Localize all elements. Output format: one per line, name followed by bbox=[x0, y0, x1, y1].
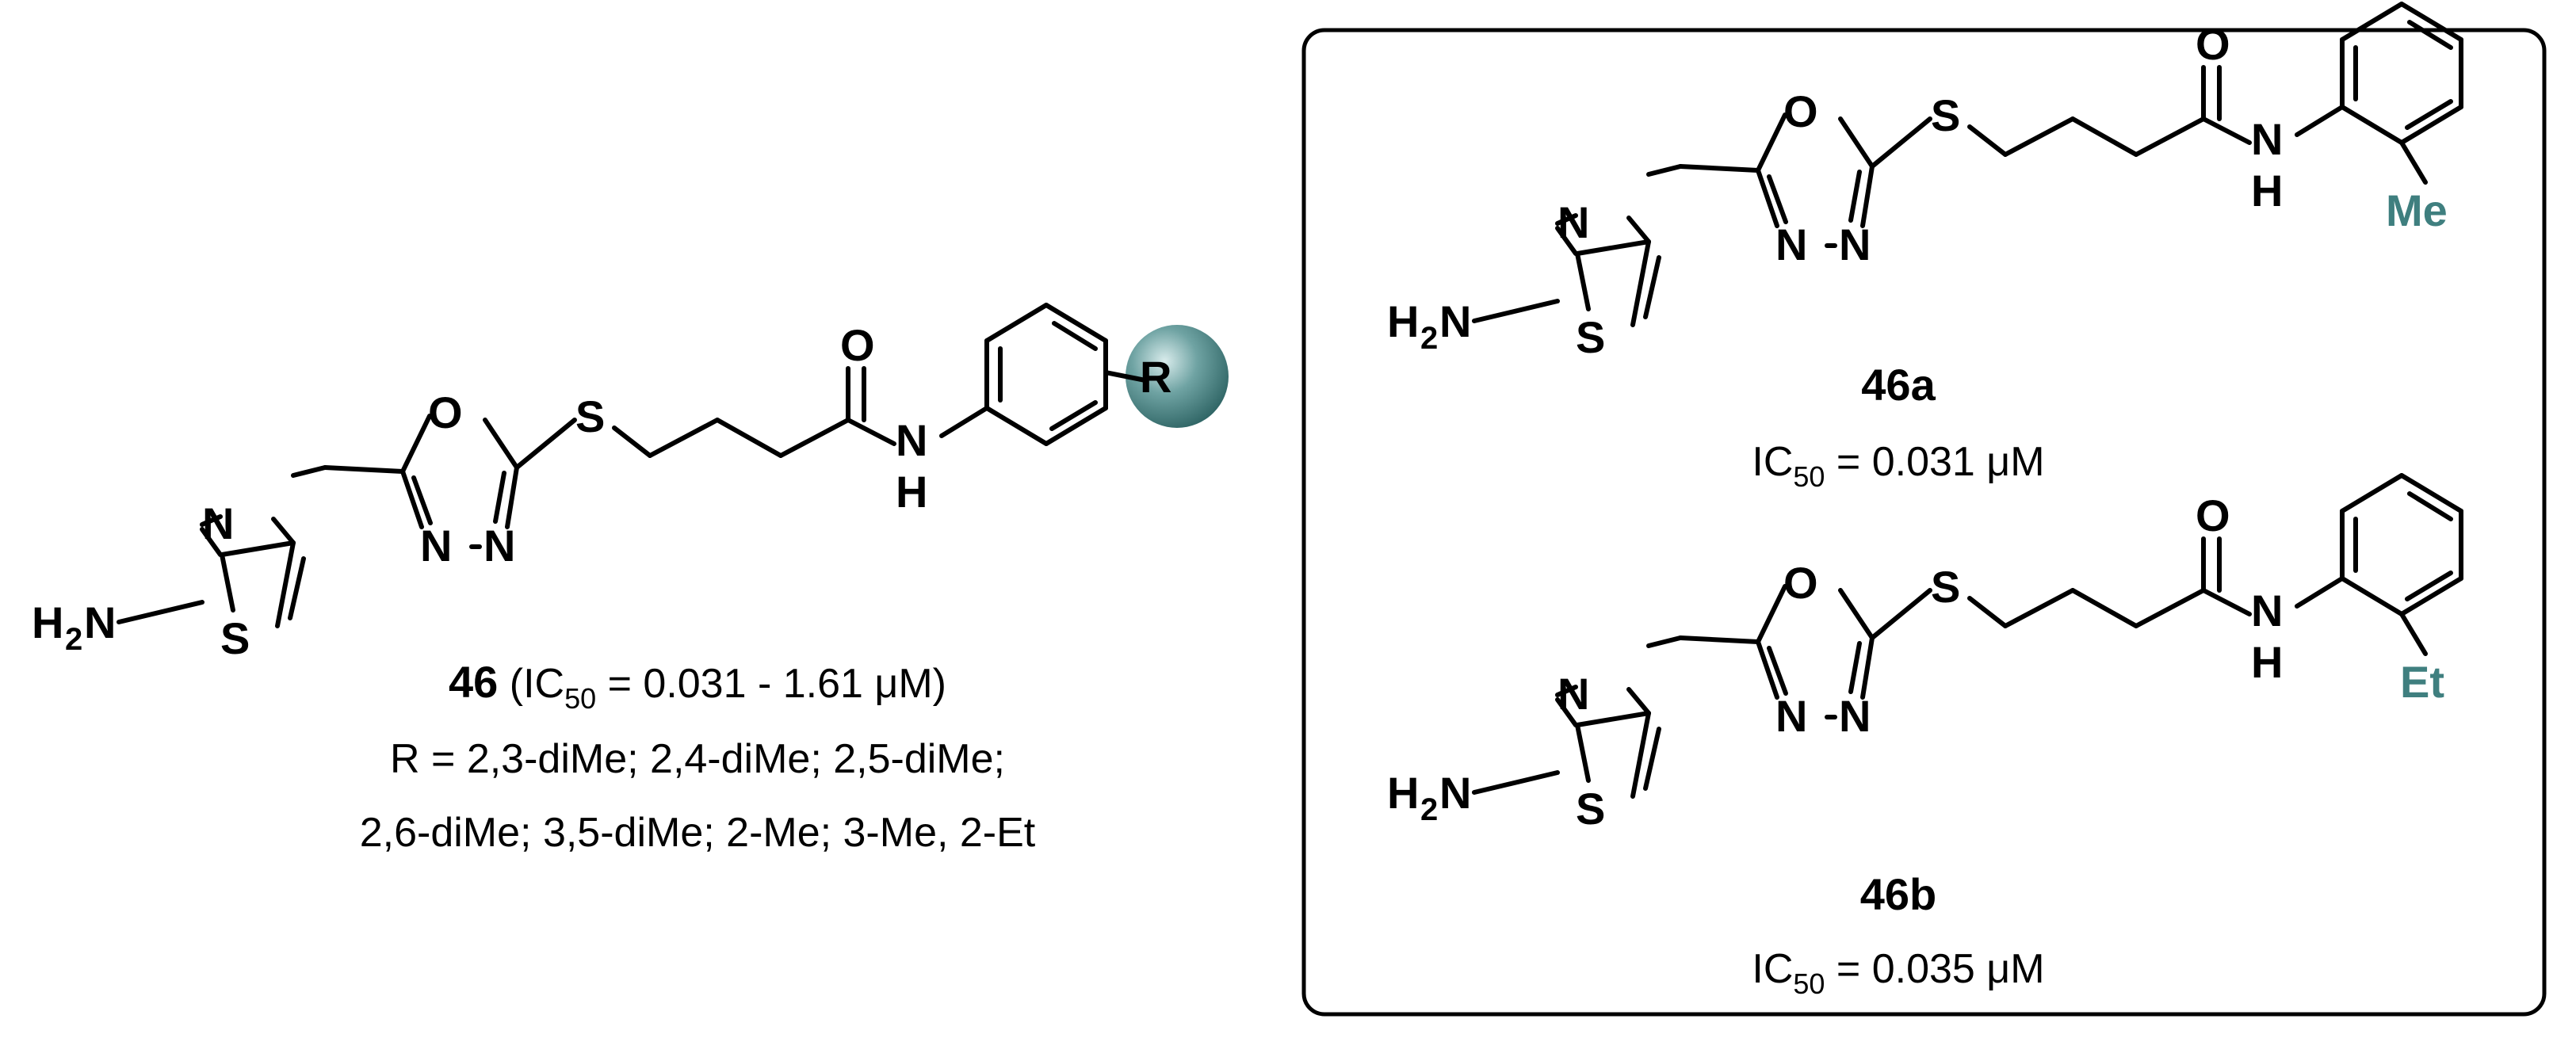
compound-46-caption: 46 (IC50 = 0.031 - 1.61 μM) R = 2,3-diMe… bbox=[360, 657, 1036, 856]
svg-text:46 (IC50 = 0.031 - 1.61 μM): 46 (IC50 = 0.031 - 1.61 μM) bbox=[449, 657, 946, 715]
ethyl-substituent-label: Et bbox=[2400, 657, 2444, 707]
compound-46b-id: 46b bbox=[1860, 869, 1937, 919]
svg-text:N: N bbox=[2251, 586, 2283, 635]
thiazole-n-label: N bbox=[202, 498, 234, 548]
svg-text:H: H bbox=[2251, 637, 2283, 687]
amide-n-label: N bbox=[896, 415, 927, 465]
svg-text:N: N bbox=[1775, 691, 1807, 741]
svg-text:H: H bbox=[1387, 768, 1419, 818]
compound-46a-caption: 46a IC50 = 0.031 μM bbox=[1752, 360, 2044, 493]
svg-text:2: 2 bbox=[1420, 321, 1438, 356]
compound-46b-caption: 46b IC50 = 0.035 μM bbox=[1752, 869, 2044, 1000]
svg-text:H: H bbox=[32, 597, 63, 647]
svg-text:S: S bbox=[1576, 312, 1605, 362]
svg-text:S: S bbox=[1931, 90, 1960, 140]
compound-46-ic-sub: 50 bbox=[564, 682, 596, 715]
oxadiazole-n2-label: N bbox=[483, 521, 515, 571]
svg-text:N: N bbox=[1775, 219, 1807, 269]
compound-46a-structure: N S H 2 N O N N S O N H Me bbox=[1387, 4, 2461, 362]
svg-text:H: H bbox=[2251, 166, 2283, 216]
svg-text:2: 2 bbox=[1420, 792, 1438, 827]
compound-46-structure: N S H 2 N O N N S O N H R bbox=[32, 305, 1229, 663]
svg-text:O: O bbox=[2196, 490, 2230, 540]
svg-text:H: H bbox=[1387, 296, 1419, 346]
svg-text:O: O bbox=[1783, 86, 1818, 136]
carbonyl-o-label: O bbox=[840, 320, 875, 370]
svg-text:IC50 = 0.035 μM: IC50 = 0.035 μM bbox=[1752, 946, 2044, 1000]
thiazole-s-label: S bbox=[220, 613, 250, 663]
r-group-label: R bbox=[1140, 352, 1171, 402]
svg-text:N: N bbox=[1557, 669, 1589, 719]
svg-text:IC50 = 0.031 μM: IC50 = 0.031 μM bbox=[1752, 439, 2044, 493]
compound-46-id: 46 bbox=[449, 657, 498, 707]
compound-46b-structure: N S H 2 N O N N S O N H Et bbox=[1387, 475, 2461, 834]
svg-text:N: N bbox=[1439, 296, 1471, 346]
compound-46-ic-prefix: (IC bbox=[498, 661, 564, 707]
svg-text:N: N bbox=[1839, 691, 1871, 741]
r-group-ball bbox=[1126, 325, 1229, 428]
svg-text:O: O bbox=[2196, 19, 2230, 69]
examples-box bbox=[1301, 28, 2547, 1017]
compound-46a-id: 46a bbox=[1861, 360, 1936, 410]
svg-text:N: N bbox=[1839, 219, 1871, 269]
amine-label: H 2 N bbox=[32, 597, 116, 657]
svg-text:S: S bbox=[1576, 784, 1605, 834]
r-definition-line-1: R = 2,3-diMe; 2,4-diMe; 2,5-diMe; bbox=[390, 736, 1005, 782]
svg-text:N: N bbox=[1439, 768, 1471, 818]
svg-text:N: N bbox=[1557, 197, 1589, 247]
svg-text:2: 2 bbox=[65, 622, 82, 657]
svg-text:S: S bbox=[1931, 562, 1960, 612]
oxadiazole-n1-label: N bbox=[420, 521, 452, 571]
thioether-s-label: S bbox=[575, 391, 605, 441]
methyl-substituent-label: Me bbox=[2386, 185, 2448, 235]
svg-text:O: O bbox=[1783, 558, 1818, 608]
r-definition-line-2: 2,6-diMe; 3,5-diMe; 2-Me; 3-Me, 2-Et bbox=[360, 810, 1036, 856]
amide-h-label: H bbox=[896, 467, 927, 517]
compound-46-ic-value: = 0.031 - 1.61 μM) bbox=[596, 661, 946, 707]
oxadiazole-o-label: O bbox=[428, 387, 463, 437]
svg-text:N: N bbox=[2251, 114, 2283, 164]
svg-text:N: N bbox=[84, 597, 116, 647]
